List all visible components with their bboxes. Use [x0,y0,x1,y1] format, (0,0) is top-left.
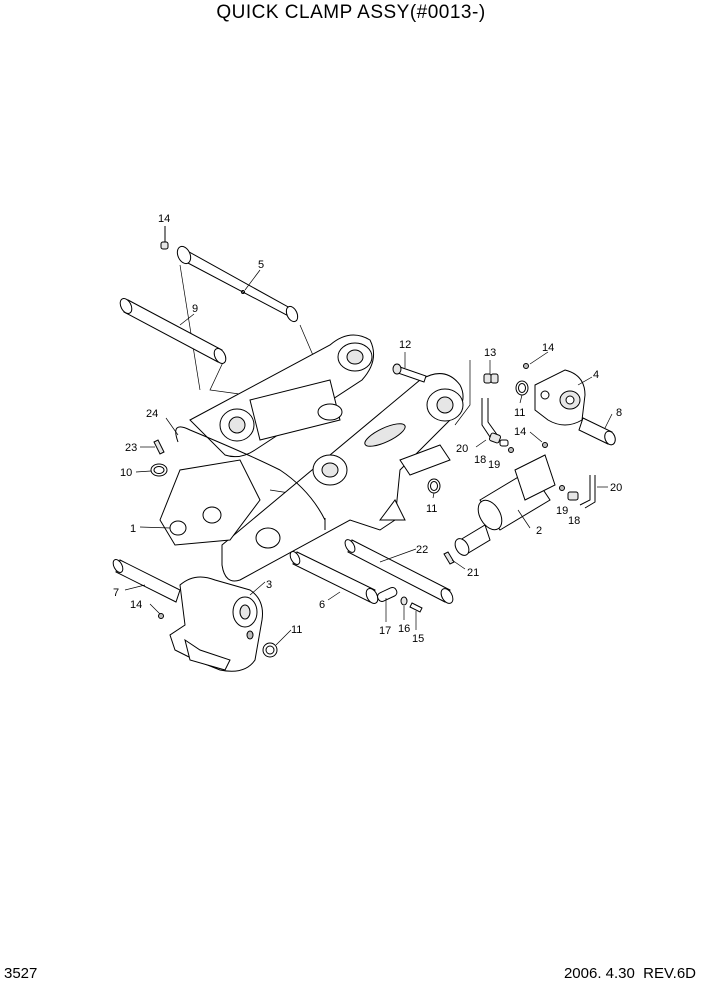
label-10: 10 [120,467,132,479]
part-7-pin [112,559,181,603]
label-12: 12 [399,339,411,351]
label-20-right: 20 [610,482,622,494]
part-20-hose-right [559,475,596,509]
label-3: 3 [266,579,272,591]
part-13-fitting [483,373,499,384]
label-4: 4 [593,369,599,381]
label-14-bottom: 14 [130,599,142,611]
part-15-bolt [409,602,423,613]
part-2-cylinder [454,442,556,556]
label-14-right: 14 [542,342,554,354]
part-11-ring-lower [262,642,278,658]
label-24: 24 [146,408,158,420]
label-18-left: 18 [474,454,486,466]
label-6: 6 [319,599,325,611]
part-23-clip [153,439,165,455]
part-14-nut-a [160,226,169,250]
part-4-bracket [523,363,586,426]
page-number: 3527 [4,965,38,982]
part-20-hose-left [481,398,514,453]
part-8-pin [578,417,616,446]
part-6-pin [289,551,379,604]
label-5: 5 [258,259,264,271]
label-15: 15 [412,633,424,645]
part-12-bolt [392,363,427,383]
part-24-lanyard [175,426,326,530]
leader-lines [124,269,613,646]
label-20-left: 20 [456,443,468,455]
part-16-washer [400,596,408,606]
part-21-pin-small [443,551,455,565]
label-19-left: 19 [488,459,500,471]
label-13: 13 [484,347,496,359]
label-8: 8 [616,407,622,419]
label-14-top: 14 [158,213,170,225]
label-21: 21 [467,567,479,579]
part-5-pin [176,245,299,323]
label-1: 1 [130,523,136,535]
label-11-middle: 11 [426,503,437,515]
part-14-nut-b [158,613,164,619]
label-17: 17 [379,625,391,637]
label-11-upper: 11 [514,407,525,419]
part-number-labels: 14 5 9 12 13 14 4 11 8 24 20 14 23 18 19… [113,213,622,645]
diagram-title: QUICK CLAMP ASSY(#0013-) [216,2,486,23]
label-11-lower: 11 [291,624,302,636]
part-1-frame [159,334,464,582]
label-2: 2 [536,525,542,537]
label-9: 9 [192,303,198,315]
label-22: 22 [416,544,428,556]
label-18-right: 18 [568,515,580,527]
label-16: 16 [398,623,410,635]
label-23: 23 [125,442,137,454]
label-7: 7 [113,587,119,599]
label-19-right: 19 [556,505,568,517]
part-17-plate [377,586,398,602]
part-9-pin [119,298,227,364]
part-22-pin [344,539,454,604]
label-14-mid: 14 [514,426,526,438]
part-3-hook [169,576,263,672]
part-10-ring [150,463,168,477]
part-11-ring-upper [515,380,529,396]
part-11-ring-middle [427,478,441,494]
revision-date: 2006. 4.30 REV.6D [563,965,696,982]
